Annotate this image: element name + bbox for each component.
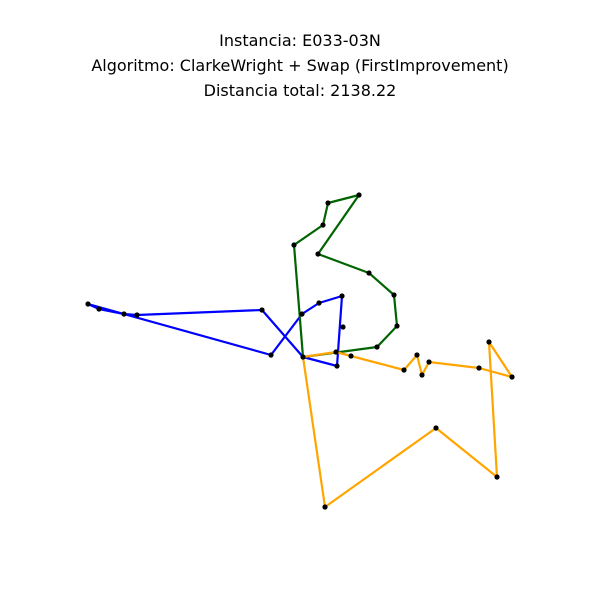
route-blue: [86, 294, 344, 368]
title-algorithm: Algoritmo: ClarkeWright + Swap (FirstImp…: [91, 56, 509, 75]
node: [315, 251, 321, 257]
node: [374, 344, 380, 350]
route-green: [292, 193, 399, 359]
node: [299, 311, 305, 317]
node: [356, 192, 362, 198]
node: [334, 363, 340, 369]
node: [391, 292, 397, 298]
node: [394, 323, 400, 329]
node: [325, 200, 331, 206]
node: [333, 349, 339, 355]
node: [366, 270, 372, 276]
chart-title: Instancia: E033-03N Algoritmo: ClarkeWri…: [0, 28, 600, 103]
node: [433, 425, 439, 431]
node: [320, 222, 326, 228]
route-orange: [301, 340, 514, 509]
title-distance: Distancia total: 2138.22: [203, 81, 397, 100]
node: [134, 312, 140, 318]
node: [486, 339, 492, 345]
node: [339, 293, 345, 299]
node: [494, 474, 500, 480]
node: [96, 306, 102, 312]
title-instance: Instancia: E033-03N: [219, 31, 381, 50]
node: [121, 311, 127, 317]
node: [414, 352, 420, 358]
node: [340, 324, 346, 330]
node: [291, 242, 297, 248]
node: [300, 354, 306, 360]
node: [316, 300, 322, 306]
node: [476, 365, 482, 371]
node: [401, 367, 407, 373]
node: [85, 301, 91, 307]
node: [268, 352, 274, 358]
node: [509, 374, 515, 380]
node: [426, 359, 432, 365]
node: [348, 353, 354, 359]
node: [259, 307, 265, 313]
node: [322, 504, 328, 510]
node: [419, 372, 425, 378]
